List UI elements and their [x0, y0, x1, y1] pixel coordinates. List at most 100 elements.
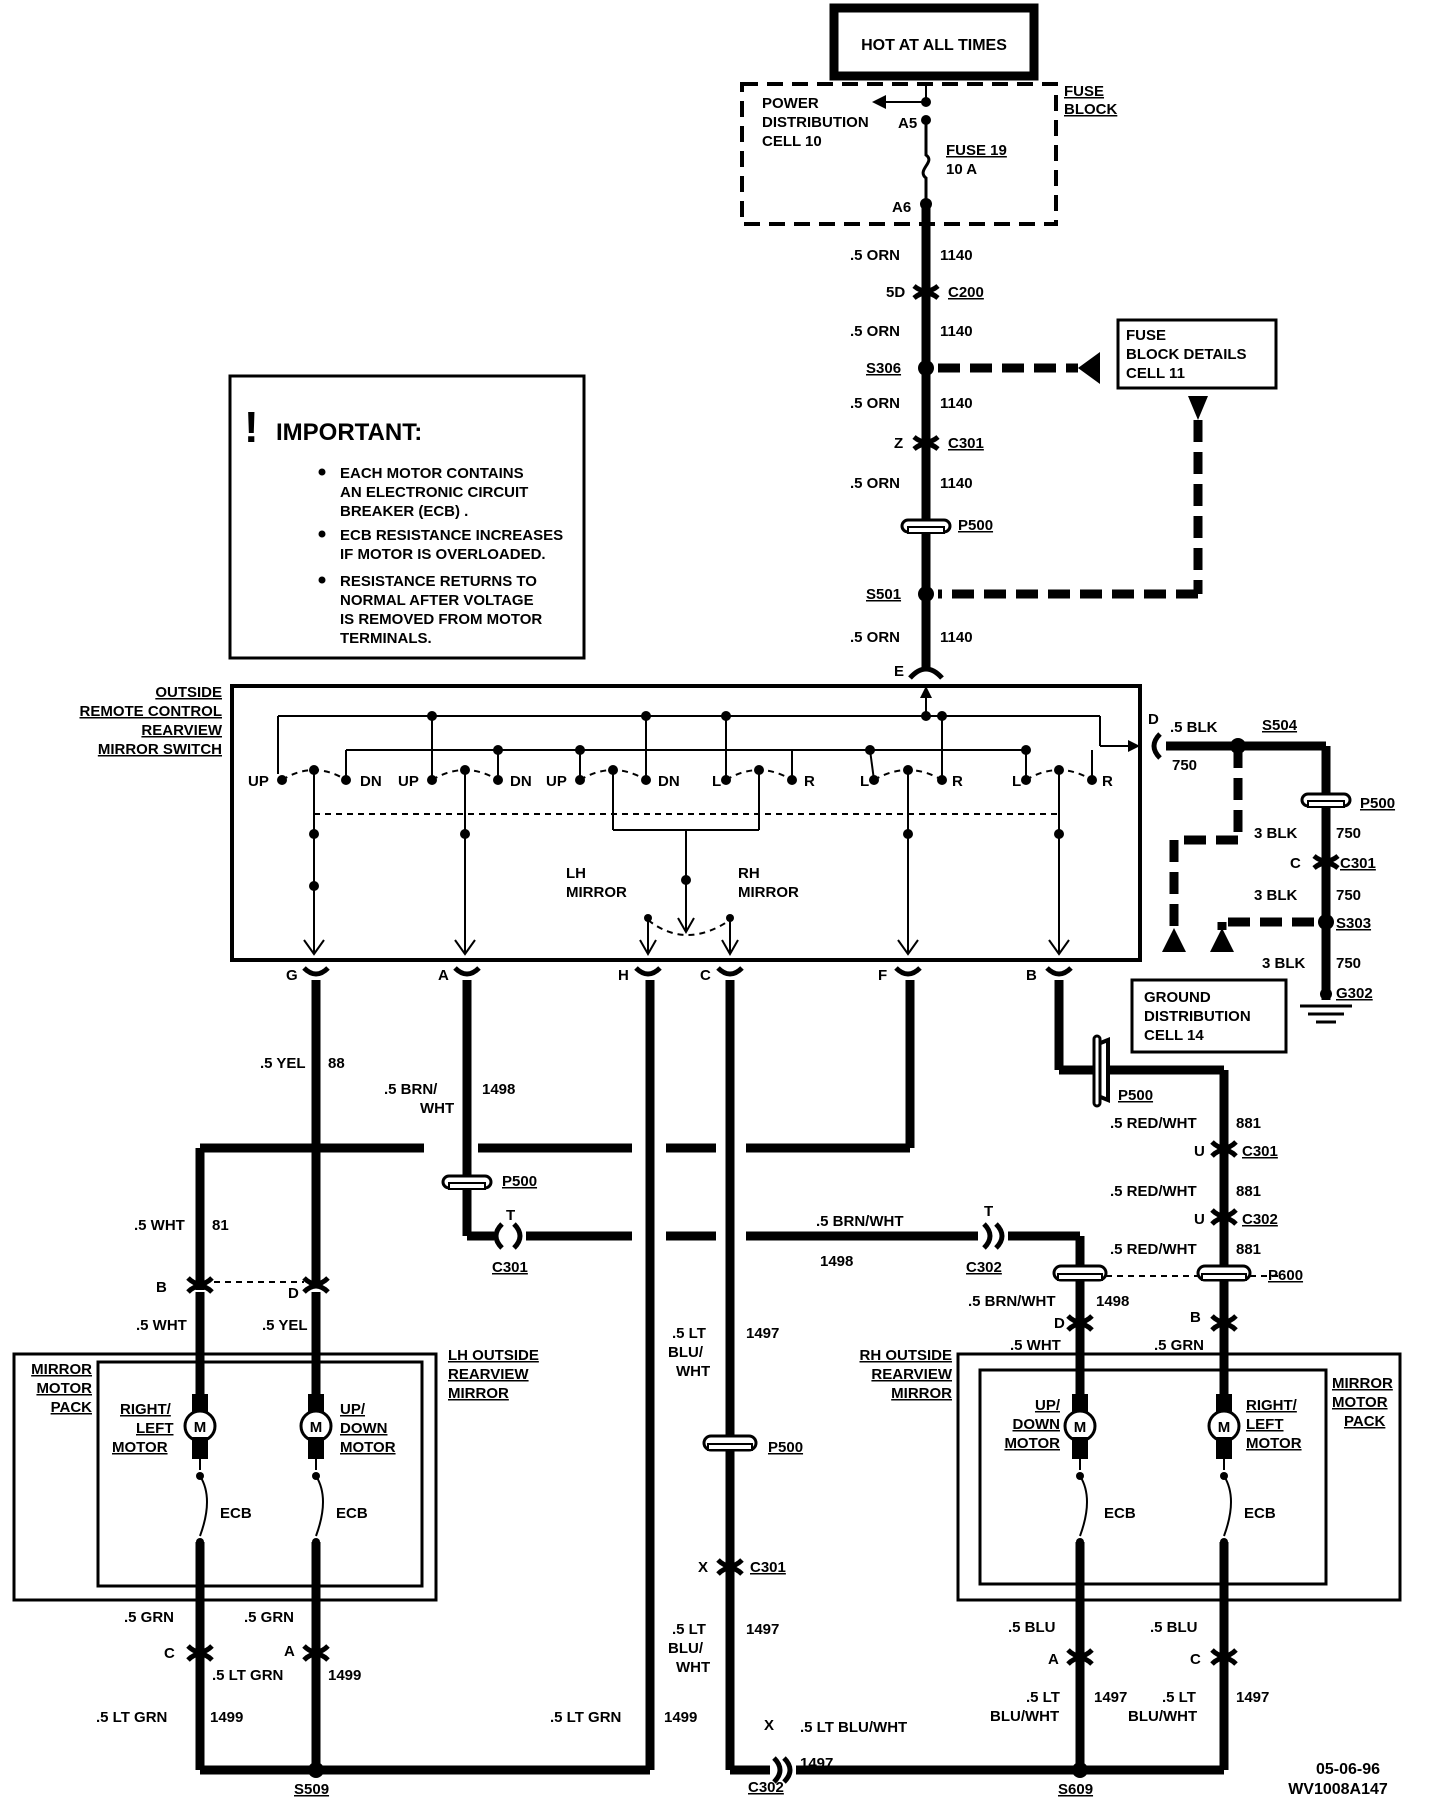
svg-text:S609: S609: [1058, 1781, 1093, 1798]
svg-text:3 BLK: 3 BLK: [1254, 825, 1298, 842]
svg-text:BREAKER (ECB) .: BREAKER (ECB) .: [340, 503, 468, 520]
svg-text:MIRROR: MIRROR: [1332, 1375, 1393, 1392]
svg-text:1497: 1497: [800, 1755, 833, 1772]
svg-text:1140: 1140: [940, 475, 973, 492]
svg-text:S303: S303: [1336, 915, 1371, 932]
svg-text:UP/: UP/: [1035, 1397, 1061, 1414]
svg-text:.5 LT GRN: .5 LT GRN: [550, 1709, 621, 1726]
svg-text:UP: UP: [398, 773, 419, 790]
svg-text:1499: 1499: [664, 1709, 697, 1726]
svg-text:.5 ORN: .5 ORN: [850, 629, 900, 646]
svg-text:3 BLK: 3 BLK: [1254, 887, 1298, 904]
svg-text:881: 881: [1236, 1241, 1261, 1258]
svg-text:R: R: [804, 773, 815, 790]
svg-text:U: U: [1194, 1143, 1205, 1160]
svg-text:B: B: [156, 1279, 167, 1296]
svg-text:F: F: [878, 967, 887, 984]
svg-text:750: 750: [1336, 825, 1361, 842]
svg-text:L: L: [1012, 773, 1021, 790]
important-note: ! IMPORTANT: EACH MOTOR CONTAINS AN ELEC…: [228, 374, 586, 660]
svg-text:DOWN: DOWN: [1013, 1416, 1061, 1433]
svg-text:WHT: WHT: [676, 1363, 710, 1380]
svg-text:M: M: [194, 1419, 207, 1436]
svg-text:1497: 1497: [1094, 1689, 1127, 1706]
svg-text:1497: 1497: [1236, 1689, 1269, 1706]
svg-text:LEFT: LEFT: [136, 1420, 174, 1437]
svg-text:C302: C302: [748, 1779, 784, 1796]
svg-text:.5 BRN/WHT: .5 BRN/WHT: [968, 1293, 1056, 1310]
svg-text:MOTOR: MOTOR: [340, 1439, 396, 1456]
svg-text:1499: 1499: [210, 1709, 243, 1726]
svg-text:MOTOR: MOTOR: [1246, 1435, 1302, 1452]
svg-text:WHT: WHT: [676, 1659, 710, 1676]
svg-text:881: 881: [1236, 1183, 1261, 1200]
svg-text:REMOTE CONTROL: REMOTE CONTROL: [80, 703, 223, 720]
svg-text:.5 LT: .5 LT: [672, 1621, 706, 1638]
fuse-block: FUSE BLOCK POWER DISTRIBUTION CELL 10 A5…: [740, 82, 1117, 226]
svg-text:750: 750: [1336, 887, 1361, 904]
svg-text:ECB: ECB: [336, 1505, 368, 1522]
svg-text:C301: C301: [948, 435, 984, 452]
svg-text:P500: P500: [958, 517, 993, 534]
svg-text:P500: P500: [1118, 1087, 1153, 1104]
svg-text:R: R: [952, 773, 963, 790]
svg-text:L: L: [860, 773, 869, 790]
svg-text:G302: G302: [1336, 985, 1373, 1002]
svg-text:D: D: [1054, 1315, 1065, 1332]
svg-text:A6: A6: [892, 199, 911, 216]
svg-text:C: C: [1290, 855, 1301, 872]
svg-text:C: C: [164, 1645, 175, 1662]
svg-text:TERMINALS.: TERMINALS.: [340, 630, 432, 647]
svg-text:P500: P500: [1360, 795, 1395, 812]
svg-text:M: M: [310, 1419, 323, 1436]
svg-text:.5 WHT: .5 WHT: [136, 1317, 187, 1334]
svg-text:RIGHT/: RIGHT/: [1246, 1397, 1298, 1414]
svg-text:IF MOTOR IS OVERLOADED.: IF MOTOR IS OVERLOADED.: [340, 546, 546, 563]
svg-text:.5 RED/WHT: .5 RED/WHT: [1110, 1183, 1197, 1200]
svg-text:C301: C301: [492, 1259, 528, 1276]
svg-text:REARVIEW: REARVIEW: [448, 1366, 529, 1383]
svg-text:MOTOR: MOTOR: [1332, 1394, 1388, 1411]
svg-text:BLOCK DETAILS: BLOCK DETAILS: [1126, 346, 1247, 363]
svg-text:CELL 10: CELL 10: [762, 133, 822, 150]
svg-text:NORMAL AFTER VOLTAGE: NORMAL AFTER VOLTAGE: [340, 592, 534, 609]
svg-text:HOT AT ALL TIMES: HOT AT ALL TIMES: [861, 37, 1007, 54]
svg-text:IMPORTANT:: IMPORTANT:: [276, 419, 422, 446]
svg-text:X: X: [698, 1559, 708, 1576]
svg-text:DN: DN: [658, 773, 680, 790]
svg-text:PACK: PACK: [51, 1399, 93, 1416]
svg-text:MOTOR: MOTOR: [1004, 1435, 1060, 1452]
svg-text:.5 BLU: .5 BLU: [1150, 1619, 1198, 1636]
svg-text:BLU/WHT: BLU/WHT: [990, 1708, 1059, 1725]
fuse-block-details: FUSE BLOCK DETAILS CELL 11: [938, 318, 1278, 599]
svg-text:.5 WHT: .5 WHT: [134, 1217, 185, 1234]
svg-text:1140: 1140: [940, 395, 973, 412]
svg-text:R: R: [1102, 773, 1113, 790]
svg-text:ECB: ECB: [220, 1505, 252, 1522]
svg-text:C200: C200: [948, 284, 984, 301]
svg-text:ECB: ECB: [1104, 1505, 1136, 1522]
svg-text:1498: 1498: [1096, 1293, 1129, 1310]
svg-text:WV1008A147: WV1008A147: [1288, 1781, 1388, 1798]
svg-text:A5: A5: [898, 115, 917, 132]
svg-text:750: 750: [1336, 955, 1361, 972]
svg-text:C302: C302: [966, 1259, 1002, 1276]
svg-text:M: M: [1218, 1419, 1231, 1436]
svg-text:ECB: ECB: [1244, 1505, 1276, 1522]
svg-text:.5 LT GRN: .5 LT GRN: [96, 1709, 167, 1726]
svg-text:B: B: [1190, 1309, 1201, 1326]
svg-text:C301: C301: [1340, 855, 1376, 872]
svg-text:.5 ORN: .5 ORN: [850, 247, 900, 264]
svg-text:CELL 14: CELL 14: [1144, 1027, 1204, 1044]
svg-text:.5 LT GRN: .5 LT GRN: [212, 1667, 283, 1684]
svg-text:T: T: [984, 1203, 993, 1220]
svg-text:.5 YEL: .5 YEL: [260, 1055, 306, 1072]
svg-text:MOTOR: MOTOR: [112, 1439, 168, 1456]
svg-text:1140: 1140: [940, 629, 973, 646]
svg-text:P500: P500: [768, 1439, 803, 1456]
svg-text:.5 BLK: .5 BLK: [1170, 719, 1218, 736]
svg-text:.5 GRN: .5 GRN: [124, 1609, 174, 1626]
svg-text:A: A: [438, 967, 449, 984]
svg-text:88: 88: [328, 1055, 345, 1072]
svg-text:S504: S504: [1262, 717, 1298, 734]
